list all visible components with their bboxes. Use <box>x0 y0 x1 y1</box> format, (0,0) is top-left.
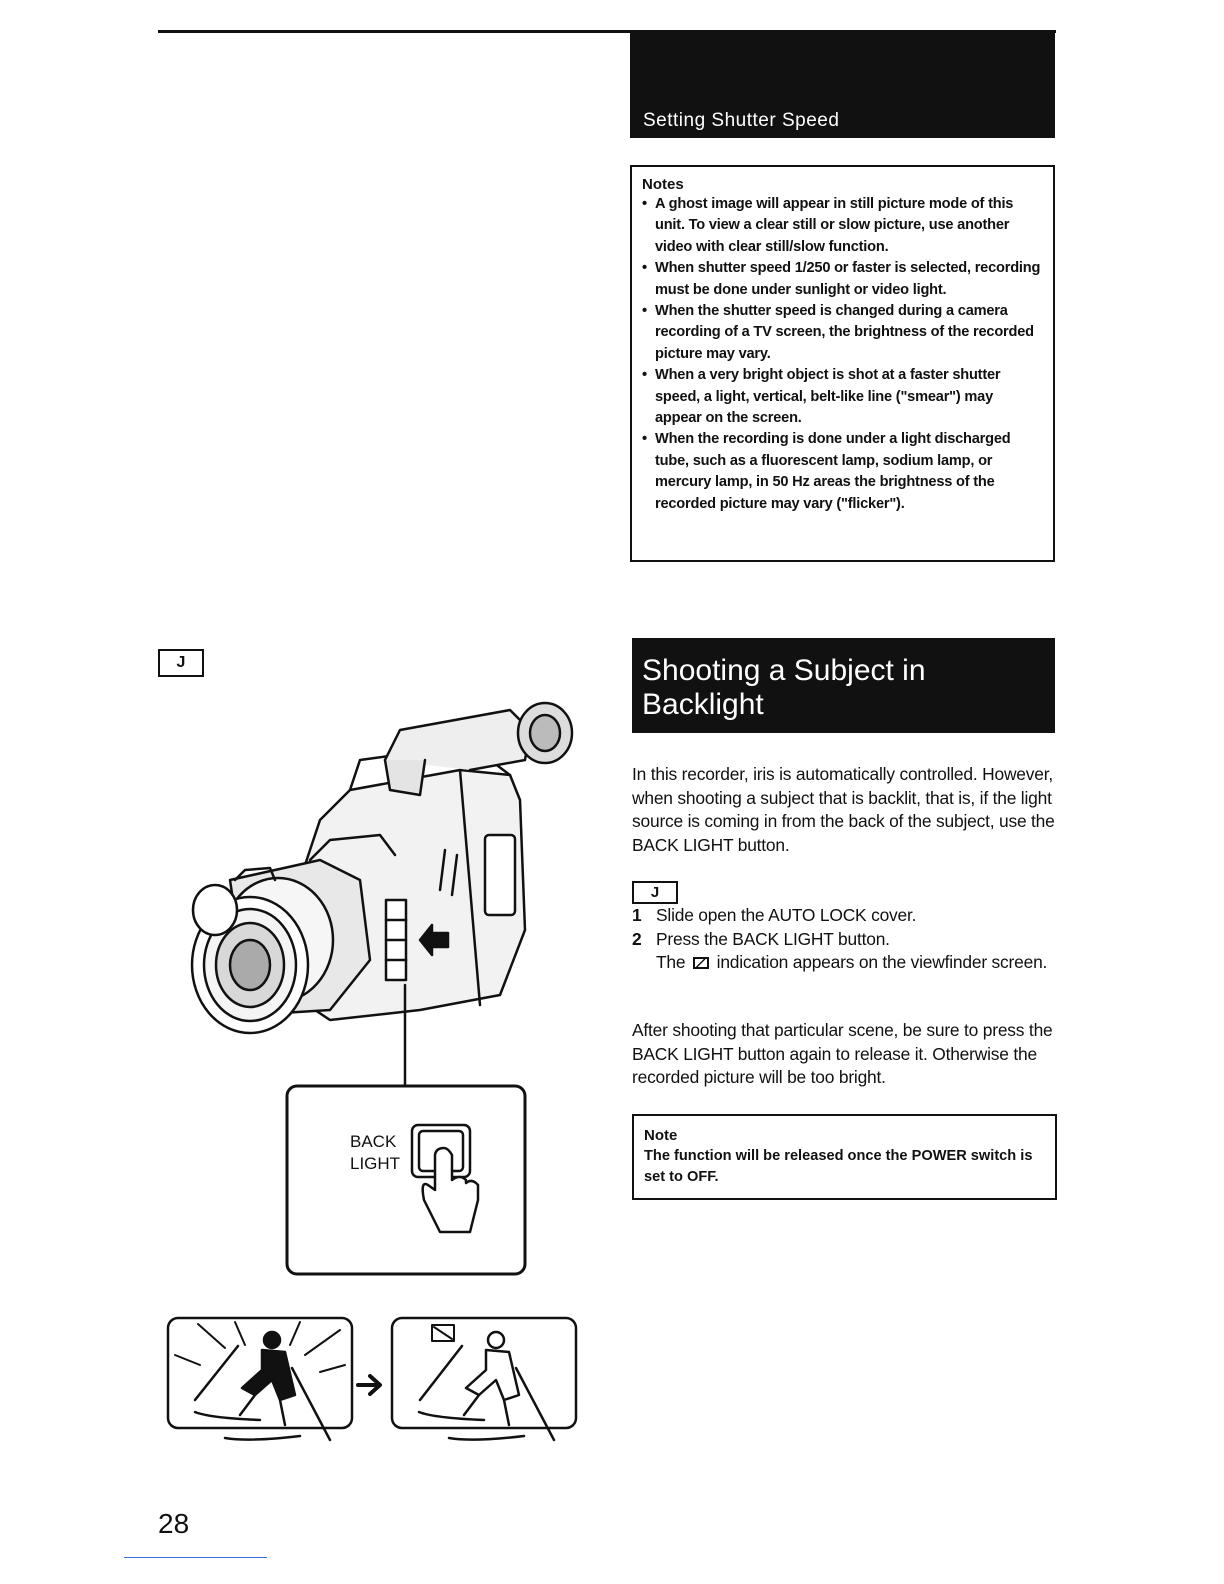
backlight-note-box: Note The function will be released once … <box>632 1114 1057 1200</box>
note-item: When shutter speed 1/250 or faster is se… <box>642 258 1041 301</box>
backlight-title-line2: Backlight <box>642 688 764 721</box>
note-title: Note <box>644 1127 678 1144</box>
note-item: A ghost image will appear in still pictu… <box>642 194 1041 258</box>
step-item: 2 Press the BACK LIGHT button. The indic… <box>632 928 1062 975</box>
back-light-label-line1: BACK <box>350 1132 397 1151</box>
camcorder-icon <box>190 701 574 1035</box>
step-sub-after: indication appears on the viewfinder scr… <box>716 952 1048 972</box>
steps-list: 1 Slide open the AUTO LOCK cover. 2 Pres… <box>632 904 1062 975</box>
top-rule <box>158 30 1056 33</box>
backlight-intro: In this recorder, iris is automatically … <box>632 764 1055 855</box>
pressing-finger-icon <box>421 1146 480 1234</box>
backlight-section-header: Shooting a Subject in Backlight <box>632 638 1055 733</box>
step-item: 1 Slide open the AUTO LOCK cover. <box>632 904 1062 928</box>
backlight-title-line1: Shooting a Subject in <box>642 654 926 687</box>
skier-light-icon <box>417 1330 556 1442</box>
skier-dark-icon <box>193 1330 332 1442</box>
bottom-rule <box>124 1557 267 1558</box>
note-text: The function will be released once the P… <box>644 1148 1033 1186</box>
page-number: 28 <box>158 1508 190 1539</box>
back-light-label-line2: LIGHT <box>350 1154 400 1173</box>
step-text: Slide open the AUTO LOCK cover. <box>656 905 917 925</box>
shutter-notes-box: Notes A ghost image will appear in still… <box>630 165 1055 562</box>
note-item: When a very bright object is shot at a f… <box>642 365 1041 429</box>
step-text: Press the BACK LIGHT button. <box>656 928 890 949</box>
notes-title: Notes <box>642 176 684 193</box>
shutter-section-header: Setting Shutter Speed <box>630 33 1055 138</box>
backlight-indicator-icon <box>693 957 710 969</box>
step-number: 1 <box>632 905 642 925</box>
steps-mode-label: J <box>632 881 678 904</box>
notes-list: A ghost image will appear in still pictu… <box>642 194 1041 515</box>
back-light-callout <box>285 1084 527 1276</box>
note-item: When the shutter speed is changed during… <box>642 301 1041 365</box>
backlight-after-text: After shooting that particular scene, be… <box>632 1020 1053 1087</box>
step-number: 2 <box>632 928 642 949</box>
note-item: When the recording is done under a light… <box>642 429 1041 515</box>
step-sub-before: The <box>656 952 686 972</box>
illustration-mode-label: J <box>158 649 204 677</box>
camcorder-illustration: BACK LIGHT <box>166 701 578 1442</box>
shutter-section-title: Setting Shutter Speed <box>643 110 840 131</box>
